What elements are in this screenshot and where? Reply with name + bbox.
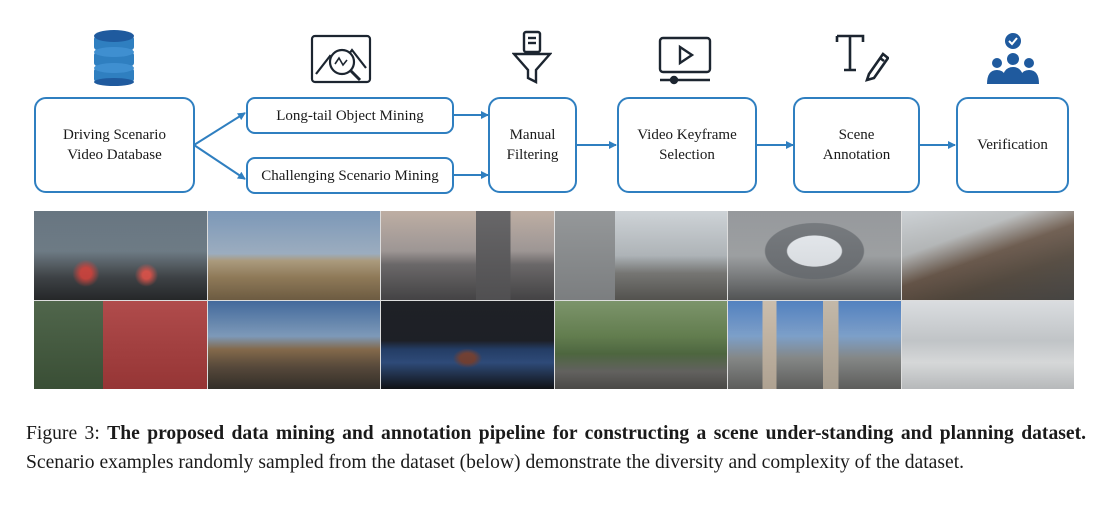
scenario-photo xyxy=(381,300,554,389)
manual-filtering-box: Manual Filtering xyxy=(488,97,577,193)
longtail-mining-box: Long-tail Object Mining xyxy=(246,97,454,134)
challenging-mining-box: Challenging Scenario Mining xyxy=(246,157,454,194)
caption-prefix: Figure 3: xyxy=(26,423,108,444)
scenario-examples-grid xyxy=(34,211,1074,389)
scenario-photo xyxy=(207,300,380,389)
scenario-photo xyxy=(728,300,901,389)
caption-bold: The proposed data mining and annotation … xyxy=(107,423,1086,444)
scenario-photo xyxy=(381,211,554,300)
text-edit-icon xyxy=(833,32,890,88)
scenario-photo xyxy=(34,211,207,300)
scenario-photo xyxy=(728,211,901,300)
pipeline-arrows xyxy=(193,111,956,180)
database-icon xyxy=(91,28,137,86)
image-search-icon xyxy=(310,34,372,86)
caption-rest: Scenario examples randomly sampled from … xyxy=(26,452,965,473)
keyframe-selection-box: Video Keyframe Selection xyxy=(617,97,757,193)
video-play-icon xyxy=(658,36,712,86)
scenario-photo xyxy=(901,300,1074,389)
scenario-photo xyxy=(207,211,380,300)
figure-caption: Figure 3: The proposed data mining and a… xyxy=(26,419,1086,477)
scene-annotation-box: Scene Annotation xyxy=(793,97,920,193)
verification-box: Verification xyxy=(956,97,1069,193)
scenario-photo xyxy=(34,300,207,389)
scenario-photo xyxy=(901,211,1074,300)
filter-icon xyxy=(511,30,553,86)
scenario-photo xyxy=(554,211,727,300)
scenario-photo xyxy=(554,300,727,389)
team-verified-icon xyxy=(985,32,1041,86)
video-database-box: Driving Scenario Video Database xyxy=(34,97,195,193)
